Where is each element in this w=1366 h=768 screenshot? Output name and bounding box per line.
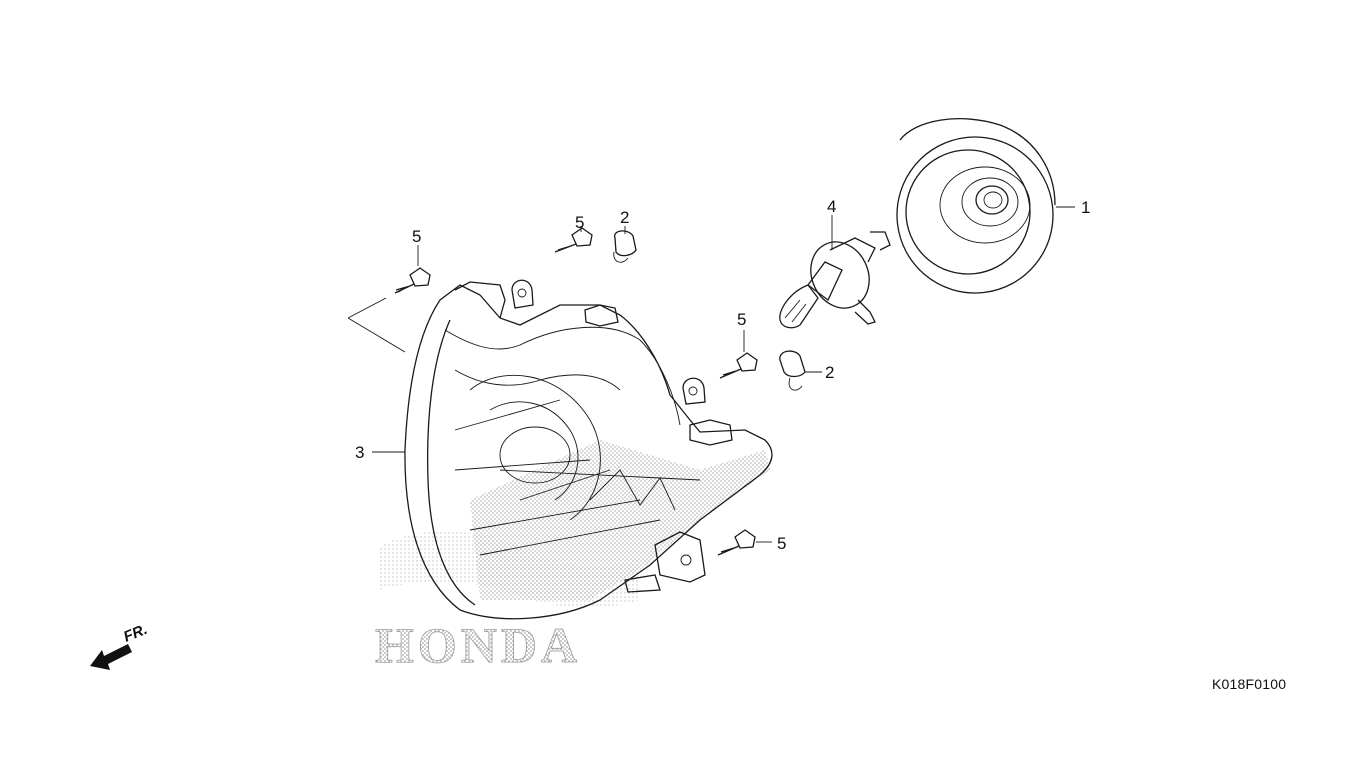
callout-5-top: 5 (575, 213, 584, 232)
front-direction-indicator: FR. (90, 621, 150, 670)
dust-cover (896, 118, 1075, 294)
callout-3: 3 (355, 443, 364, 462)
figure-code: K018F0100 (1212, 676, 1287, 692)
callout-5-left: 5 (412, 227, 421, 246)
screw-3 (719, 330, 758, 379)
callout-2-upper: 2 (620, 208, 629, 227)
clip-upper (613, 226, 637, 263)
front-arrow-icon (90, 644, 132, 670)
callout-4: 4 (827, 197, 836, 216)
screw-1 (394, 245, 431, 294)
callout-1: 1 (1081, 198, 1090, 217)
headlight-bulb (779, 215, 891, 329)
headlight-housing (347, 279, 773, 620)
callout-2-lower: 2 (825, 363, 834, 382)
screw-2 (554, 226, 593, 253)
callout-5-middle: 5 (737, 310, 746, 329)
callout-5-lower: 5 (777, 534, 786, 553)
honda-watermark-text: HONDA (375, 617, 581, 673)
screw-4 (717, 529, 772, 556)
front-direction-label: FR. (121, 621, 150, 646)
clip-lower (779, 350, 822, 391)
